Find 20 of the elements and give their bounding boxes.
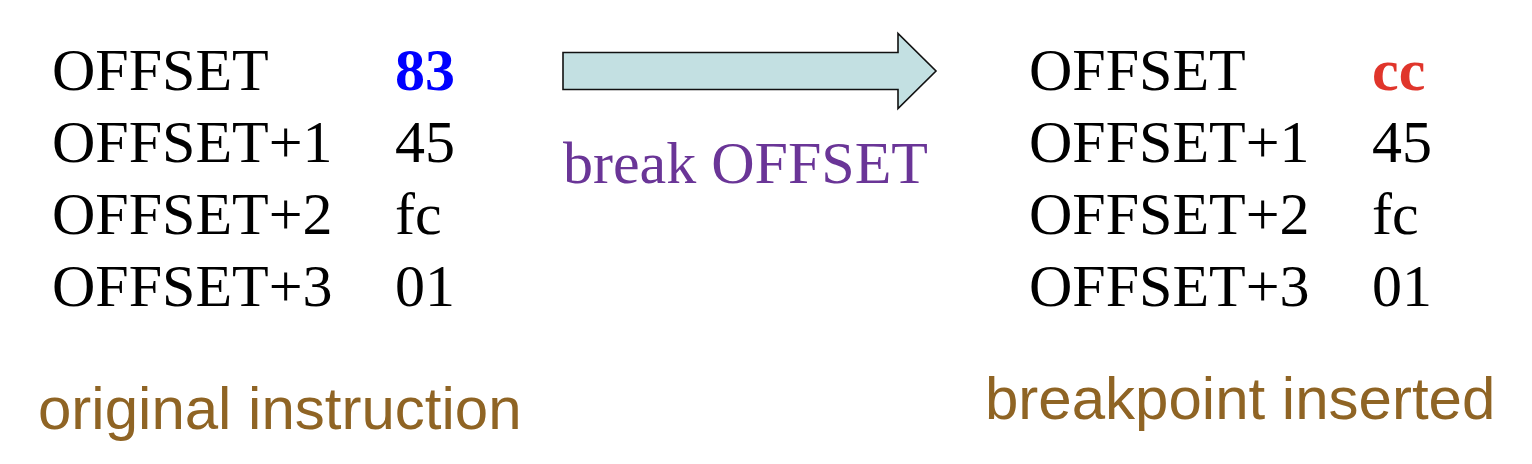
memory-address: OFFSET+2: [1029, 184, 1310, 244]
byte-value: 83: [395, 40, 455, 100]
memory-address: OFFSET: [52, 40, 269, 100]
memory-address: OFFSET+1: [52, 112, 333, 172]
node-label: breakpoint inserted: [985, 369, 1496, 429]
byte-value: fc: [1372, 184, 1419, 244]
block-arrow: [562, 31, 938, 111]
memory-address: OFFSET+3: [1029, 256, 1310, 316]
byte-value: 01: [1372, 256, 1432, 316]
edge-label: break OFFSET: [563, 132, 928, 193]
byte-value: 45: [395, 112, 455, 172]
memory-address: OFFSET+2: [52, 184, 333, 244]
byte-value: cc: [1372, 40, 1426, 100]
memory-address: OFFSET+1: [1029, 112, 1310, 172]
memory-address: OFFSET+3: [52, 256, 333, 316]
memory-address: OFFSET: [1029, 40, 1246, 100]
node-label: original instruction: [38, 379, 522, 439]
byte-value: 01: [395, 256, 455, 316]
byte-value: fc: [395, 184, 442, 244]
byte-value: 45: [1372, 112, 1432, 172]
